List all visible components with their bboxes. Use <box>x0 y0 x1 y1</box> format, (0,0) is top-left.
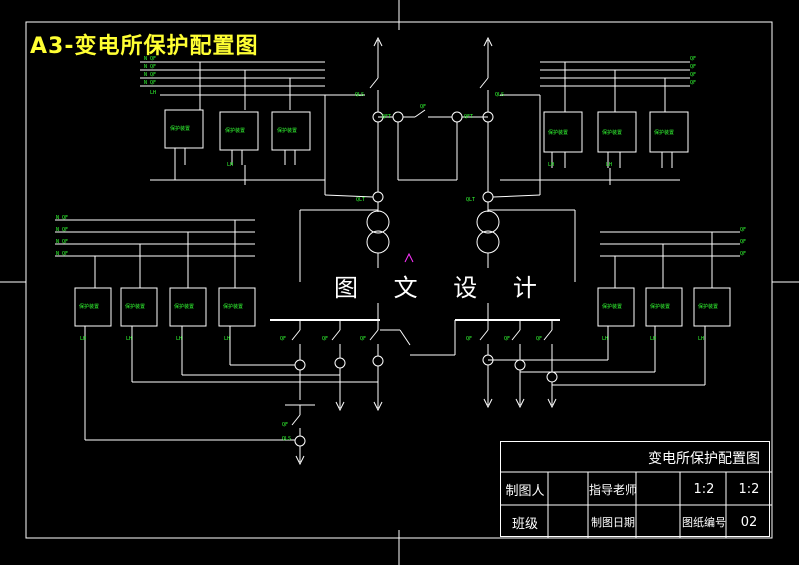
top-left-feeder-group <box>140 61 326 195</box>
svg-text:QF: QF <box>740 251 746 257</box>
svg-text:LH: LH <box>176 336 182 342</box>
svg-text:保护装置: 保护装置 <box>602 303 622 310</box>
svg-text:LH: LH <box>602 336 608 342</box>
relay-box <box>74 287 112 327</box>
svg-text:QF: QF <box>466 336 472 342</box>
watermark-text: 图 文 设 计 <box>330 268 555 303</box>
title-block-drawing-no-label: 图纸编号 <box>682 516 726 529</box>
title-block-drawing-no: 02 <box>740 514 758 530</box>
svg-text:QFT: QFT <box>464 114 473 120</box>
svg-text:N QF: N QF <box>56 239 68 245</box>
svg-text:QLT: QLT <box>466 197 475 203</box>
relay-box <box>120 287 158 327</box>
relay-box <box>219 111 259 151</box>
svg-text:LH: LH <box>606 162 612 168</box>
incoming-line-right <box>476 36 540 262</box>
drawing-title-label: A3-变电所保护配置图 <box>30 34 259 59</box>
incoming-line-left <box>325 36 390 262</box>
svg-text:保护装置: 保护装置 <box>170 125 190 132</box>
svg-text:LH: LH <box>224 336 230 342</box>
svg-text:QF: QF <box>504 336 510 342</box>
bus-tie <box>378 109 488 181</box>
svg-text:N QF: N QF <box>56 227 68 233</box>
relay-box <box>597 111 637 153</box>
mid-left-feeder-group <box>55 219 378 440</box>
svg-text:LH: LH <box>698 336 704 342</box>
relay-box-labels: 保护装置保护装置保护装置 保护装置保护装置保护装置 保护装置保护装置保护装置保护… <box>79 125 718 310</box>
relay-box <box>169 287 207 327</box>
title-block-drawing-title: 变电所保护配置图 <box>648 450 760 467</box>
svg-text:QF: QF <box>322 336 328 342</box>
svg-text:N QF: N QF <box>144 80 156 86</box>
svg-text:N QF: N QF <box>144 72 156 78</box>
svg-text:保护装置: 保护装置 <box>125 303 145 310</box>
svg-text:QF: QF <box>280 336 286 342</box>
svg-text:N QF: N QF <box>144 64 156 70</box>
svg-text:QFT: QFT <box>382 114 391 120</box>
svg-text:QLS: QLS <box>355 92 364 98</box>
svg-text:N QF: N QF <box>144 56 156 62</box>
top-right-feeder-group <box>500 61 690 195</box>
svg-text:LH: LH <box>126 336 132 342</box>
svg-text:保护装置: 保护装置 <box>79 303 99 310</box>
svg-text:保护装置: 保护装置 <box>174 303 194 310</box>
svg-text:QLT: QLT <box>356 197 365 203</box>
svg-text:QF: QF <box>690 56 696 62</box>
svg-text:保护装置: 保护装置 <box>654 129 674 136</box>
svg-text:保护装置: 保护装置 <box>223 303 243 310</box>
svg-text:QF: QF <box>740 239 746 245</box>
svg-text:保护装置: 保护装置 <box>602 129 622 136</box>
title-block-scale-2: 1:2 <box>738 482 760 497</box>
svg-text:保护装置: 保护装置 <box>650 303 670 310</box>
title-block-class-label: 班级 <box>511 516 538 532</box>
svg-text:保护装置: 保护装置 <box>225 127 245 134</box>
svg-text:QF: QF <box>360 336 366 342</box>
svg-text:QLS: QLS <box>282 436 291 442</box>
lv-bus-right <box>410 262 560 409</box>
svg-text:QF: QF <box>536 336 542 342</box>
title-block-date-label: 制图日期 <box>591 516 635 529</box>
svg-text:保护装置: 保护装置 <box>698 303 718 310</box>
mid-right-feeder-group <box>488 231 740 386</box>
svg-text:LH: LH <box>548 162 554 168</box>
transformer-left <box>366 210 390 234</box>
svg-text:LH: LH <box>650 336 656 342</box>
svg-text:QF: QF <box>420 104 426 110</box>
relay-box <box>649 111 689 153</box>
title-block: 变电所保护配置图 制图人 指导老师 1:2 1:2 班级 制图日期 图纸编号 0… <box>500 441 770 537</box>
relay-box <box>543 111 583 153</box>
svg-text:LH: LH <box>227 162 233 168</box>
svg-text:N QF: N QF <box>56 215 68 221</box>
svg-text:QF: QF <box>690 64 696 70</box>
relay-box <box>645 287 683 327</box>
title-block-advisor-label: 指导老师 <box>589 483 637 497</box>
svg-text:QF: QF <box>690 72 696 78</box>
svg-text:N QF: N QF <box>56 251 68 257</box>
svg-text:QF: QF <box>690 80 696 86</box>
svg-text:LH: LH <box>80 336 86 342</box>
relay-box <box>218 287 256 327</box>
relay-box <box>693 287 731 327</box>
relay-box <box>597 287 635 327</box>
svg-text:QF: QF <box>740 227 746 233</box>
accent-mark <box>404 252 414 263</box>
svg-text:QLS: QLS <box>495 92 504 98</box>
lower-feeder <box>85 404 315 466</box>
title-block-drawn-by-label: 制图人 <box>505 484 545 499</box>
transformer-right <box>476 210 500 234</box>
svg-text:QF: QF <box>282 422 288 428</box>
title-block-scale-1: 1:2 <box>693 482 715 497</box>
svg-text:保护装置: 保护装置 <box>277 127 297 134</box>
svg-text:LH: LH <box>150 90 156 96</box>
feeder-tags: N QF N QF N QF N QF LH QF QF QF QF QLS QFT QLS QFT… <box>56 56 746 442</box>
relay-box <box>271 111 311 151</box>
relay-box <box>164 109 204 149</box>
svg-text:保护装置: 保护装置 <box>548 129 568 136</box>
